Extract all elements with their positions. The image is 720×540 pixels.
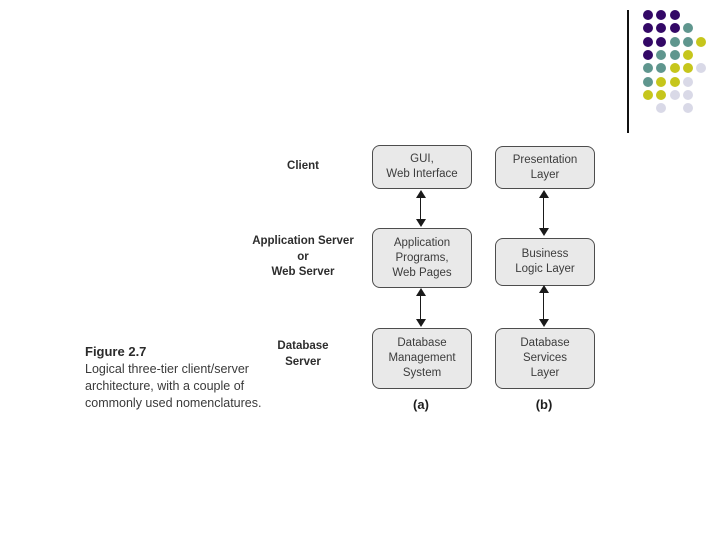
decoration-dot	[643, 89, 653, 100]
decoration-dot	[669, 36, 680, 47]
decoration-dot	[656, 36, 667, 47]
decoration-dot	[669, 10, 680, 20]
decoration-dot	[669, 23, 680, 34]
diagram-box-database-management-system: Database Management System	[372, 328, 472, 389]
decoration-dot	[656, 103, 667, 114]
decoration-dot	[656, 10, 667, 20]
decoration-dot	[682, 103, 693, 114]
diagram-box-gui-web-interface: GUI, Web Interface	[372, 145, 472, 189]
column-label-a: (a)	[413, 397, 429, 412]
diagram-box-database-services-layer: Database Services Layer	[495, 328, 595, 389]
arrow-shaft	[542, 290, 545, 322]
decoration-dot	[669, 76, 680, 87]
decoration-dot	[643, 36, 653, 47]
decoration-dot	[682, 63, 693, 74]
decoration-dot	[656, 63, 667, 74]
decoration-dot-grid	[643, 10, 713, 120]
column-label-b: (b)	[535, 397, 553, 412]
decoration-dot	[643, 49, 653, 60]
decoration-dot	[656, 76, 667, 87]
tier-label-database-server: Database Server	[277, 340, 329, 368]
decoration-dot	[682, 76, 693, 87]
figure-caption-body: Logical three-tier client/server archite…	[85, 362, 262, 411]
decoration-dot	[656, 23, 667, 34]
decoration-dot	[682, 89, 693, 100]
decoration-dot	[656, 89, 667, 100]
arrow-shaft	[542, 195, 545, 231]
decoration-dot	[643, 76, 653, 87]
decoration-dot	[669, 49, 680, 60]
decoration-dot	[682, 49, 693, 60]
double-arrow-icon	[538, 190, 549, 236]
decoration-dot	[656, 49, 667, 60]
decoration-dot	[682, 36, 693, 47]
decoration-dot	[682, 23, 693, 34]
decoration-dot	[696, 36, 707, 47]
diagram-box-application-programs: Application Programs, Web Pages	[372, 228, 472, 288]
double-arrow-icon	[415, 288, 426, 327]
double-arrow-icon	[538, 285, 549, 327]
decoration-dot	[696, 63, 707, 74]
decoration-vertical-rule	[627, 10, 629, 133]
diagram-box-presentation-layer: Presentation Layer	[495, 146, 595, 189]
tier-label-application-server: Application Server or Web Server	[252, 235, 354, 278]
double-arrow-icon	[415, 190, 426, 227]
arrow-shaft	[419, 293, 422, 322]
tier-label-client: Client	[287, 160, 319, 172]
decoration-dot	[643, 63, 653, 74]
decoration-dot	[643, 23, 653, 34]
figure-caption-title: Figure 2.7	[85, 344, 147, 359]
arrow-shaft	[419, 195, 422, 222]
decoration-dot	[669, 89, 680, 100]
decoration-dot	[643, 10, 653, 20]
decoration-dot	[669, 63, 680, 74]
diagram-box-business-logic-layer: Business Logic Layer	[495, 238, 595, 286]
